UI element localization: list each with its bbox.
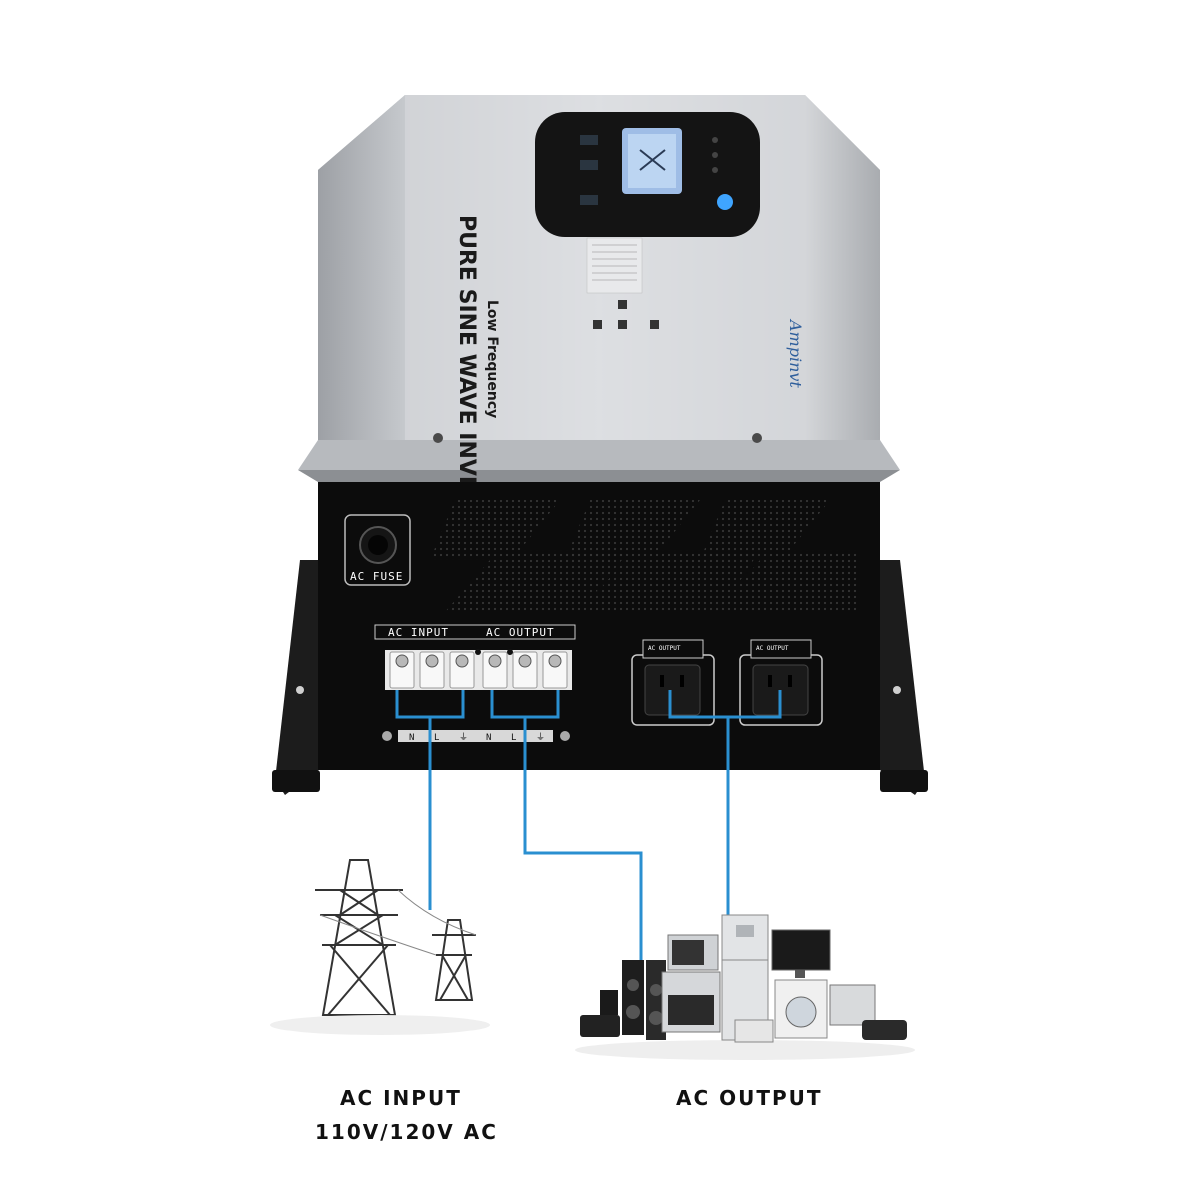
brand-logo: Ampinvt: [786, 318, 805, 388]
ac-fuse-label: AC FUSE: [350, 570, 403, 583]
ac-input-caption: AC INPUT: [340, 1086, 462, 1110]
ac-fuse-frame: [344, 514, 411, 586]
terminal-block: [385, 649, 572, 690]
spec-label: [586, 237, 659, 329]
terminal-label-l1: L: [434, 733, 439, 743]
tower-ground-shadow: [270, 1015, 490, 1035]
brand-logo-text: Ampinvt: [786, 318, 805, 388]
right-mounting-bracket: [880, 560, 928, 795]
terminal-header-input: AC INPUT: [388, 626, 449, 639]
terminal-label-n2: N: [486, 733, 491, 743]
outlet-1-label: AC OUTPUT: [648, 645, 681, 652]
outlet-2-label: AC OUTPUT: [756, 645, 789, 652]
power-button-icon: [717, 194, 733, 210]
ac-output-caption: AC OUTPUT: [676, 1086, 823, 1110]
terminal-label-g1: ⏚: [459, 732, 468, 743]
power-tower-icon: [315, 859, 477, 1016]
terminal-label-g2: ⏚: [536, 732, 545, 743]
terminal-label-row: N L ⏚ N L ⏚: [409, 732, 545, 743]
terminal-label-l2: L: [511, 733, 516, 743]
terminal-label-n1: N: [409, 733, 414, 743]
appliances-icon: [575, 914, 915, 1060]
control-display-module: [535, 112, 760, 237]
wiring-lines: [395, 690, 782, 960]
left-mounting-bracket: [272, 560, 320, 795]
ac-outlet-1: AC OUTPUT: [631, 639, 715, 726]
side-title-group: PURE SINE WAVE INVERTER Low Frequency: [454, 215, 500, 554]
ac-input-voltage-caption: 110V/120V AC: [315, 1120, 498, 1144]
terminal-header-output: AC OUTPUT: [486, 626, 555, 639]
inverter-front-panel: AC FUSE AC INPUT AC OUTPUT: [318, 482, 880, 770]
side-subtitle: Low Frequency: [484, 300, 500, 418]
